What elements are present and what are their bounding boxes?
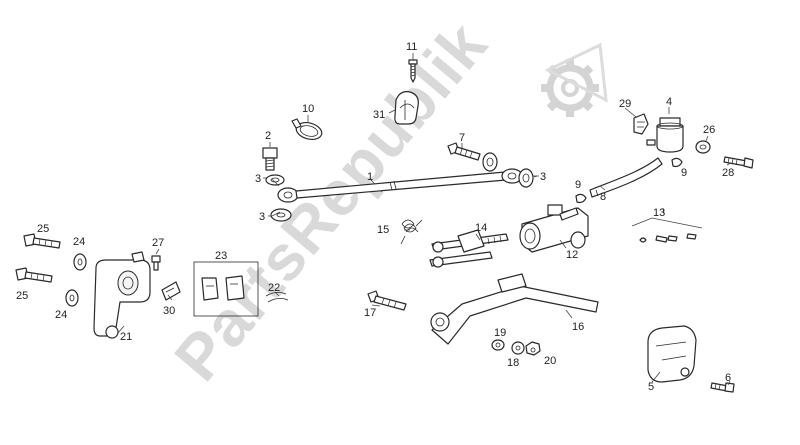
part-nut-20[interactable] bbox=[525, 341, 541, 356]
callout-26: 26 bbox=[703, 124, 715, 136]
callout-4: 4 bbox=[666, 96, 672, 108]
part-hose-8[interactable] bbox=[589, 157, 663, 198]
callout-1: 1 bbox=[367, 171, 373, 183]
callout-24: 24 bbox=[73, 236, 85, 248]
callout-10: 10 bbox=[302, 103, 314, 115]
callout-25: 25 bbox=[37, 223, 49, 235]
part-bolt-25a[interactable] bbox=[23, 233, 61, 249]
part-washer-18[interactable] bbox=[511, 341, 525, 355]
callout-22: 22 bbox=[268, 282, 280, 294]
callout-5: 5 bbox=[648, 381, 654, 393]
callout-17: 17 bbox=[364, 307, 376, 319]
callout-29: 29 bbox=[619, 98, 631, 110]
callout-21: 21 bbox=[120, 331, 132, 343]
part-bolt-7[interactable] bbox=[447, 142, 481, 161]
callout-12: 12 bbox=[566, 249, 578, 261]
callout-11: 11 bbox=[406, 41, 417, 53]
part-washer-3d[interactable] bbox=[518, 168, 539, 188]
callout-24: 24 bbox=[55, 309, 67, 321]
callout-20: 20 bbox=[544, 355, 556, 367]
part-washer-26[interactable] bbox=[695, 135, 711, 154]
part-bolt-25b[interactable] bbox=[15, 267, 53, 283]
part-hose-clip-10[interactable] bbox=[291, 115, 324, 142]
callout-16: 16 bbox=[572, 321, 584, 333]
part-washer-3c[interactable] bbox=[482, 152, 498, 172]
callout-14: 14 bbox=[475, 222, 487, 234]
callout-30: 30 bbox=[163, 305, 175, 317]
part-caliper-21[interactable] bbox=[93, 251, 151, 339]
part-bleed-screw-27[interactable] bbox=[151, 255, 161, 271]
leader-lines bbox=[117, 107, 732, 386]
callout-2: 2 bbox=[265, 130, 271, 142]
callout-3: 3 bbox=[259, 211, 265, 223]
part-washer-24a[interactable] bbox=[73, 253, 87, 271]
callout-labels: 1 2 3 3 3 4 5 6 7 8 9 9 10 11 12 13 14 1… bbox=[16, 41, 734, 393]
callout-23: 23 bbox=[215, 250, 227, 262]
callout-3: 3 bbox=[255, 173, 261, 185]
callout-3: 3 bbox=[540, 171, 546, 183]
part-pad-spring-30[interactable] bbox=[161, 281, 181, 301]
part-reservoir-4[interactable] bbox=[646, 107, 684, 153]
part-washer-3b[interactable] bbox=[268, 208, 292, 222]
callout-7: 7 bbox=[459, 132, 465, 144]
part-washer-19[interactable] bbox=[491, 339, 505, 351]
callout-31: 31 bbox=[373, 109, 385, 121]
part-washer-24b[interactable] bbox=[65, 289, 79, 307]
callout-6: 6 bbox=[725, 372, 731, 384]
part-brake-pedal-16[interactable] bbox=[430, 273, 599, 345]
part-washer-3a[interactable] bbox=[263, 174, 285, 186]
part-screw-6[interactable] bbox=[710, 382, 735, 393]
part-clamp-9b[interactable] bbox=[575, 193, 587, 204]
callout-8: 8 bbox=[600, 191, 606, 203]
callout-28: 28 bbox=[722, 167, 734, 179]
part-brake-pads-23[interactable] bbox=[193, 261, 259, 317]
part-screw-28[interactable] bbox=[723, 156, 754, 169]
callout-19: 19 bbox=[494, 327, 506, 339]
part-spring-15[interactable] bbox=[400, 219, 423, 245]
part-clamp-9a[interactable] bbox=[671, 157, 683, 168]
part-clamp-31[interactable] bbox=[388, 91, 419, 125]
part-bolt-2[interactable] bbox=[262, 142, 278, 171]
part-pushrod-14[interactable] bbox=[429, 229, 509, 268]
callout-13: 13 bbox=[653, 207, 665, 219]
part-cover-5[interactable] bbox=[647, 325, 697, 383]
part-bolt-17[interactable] bbox=[367, 290, 407, 311]
callout-25: 25 bbox=[16, 290, 28, 302]
part-bracket-29[interactable] bbox=[633, 113, 649, 135]
callout-9: 9 bbox=[681, 167, 687, 179]
part-screw-11[interactable] bbox=[408, 53, 418, 83]
callout-27: 27 bbox=[152, 237, 164, 249]
part-master-cylinder-12[interactable] bbox=[519, 204, 589, 253]
callout-9: 9 bbox=[575, 179, 581, 191]
callout-15: 15 bbox=[377, 224, 389, 236]
part-brake-rod-1[interactable] bbox=[277, 168, 523, 203]
part-kit-13[interactable] bbox=[631, 217, 703, 243]
watermark: PartsRepublik bbox=[161, 8, 608, 394]
callout-18: 18 bbox=[507, 357, 519, 369]
